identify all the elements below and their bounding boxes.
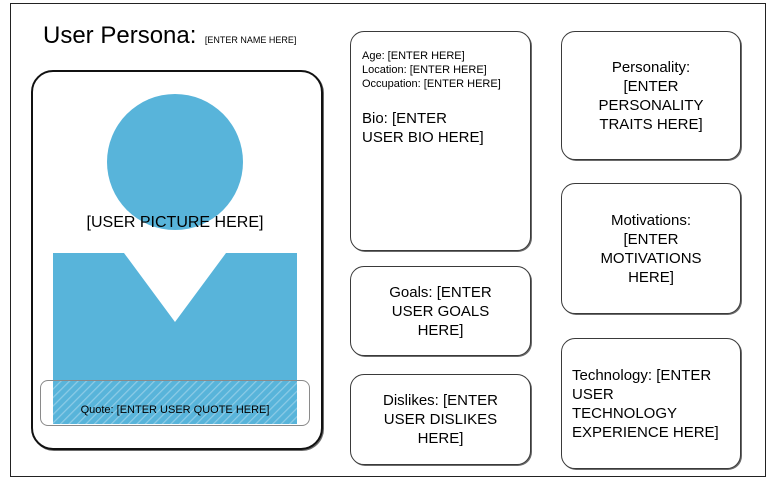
dislikes-card: Dislikes: [ENTER USER DISLIKES HERE]	[350, 374, 531, 465]
quote-text: Quote: [ENTER USER QUOTE HERE]	[80, 404, 270, 416]
personality-card: Personality: [ENTER PERSONALITY TRAITS H…	[561, 31, 741, 160]
details-card: Age: [ENTER HERE] Location: [ENTER HERE]…	[350, 31, 531, 251]
avatar-head	[107, 94, 243, 230]
location-field: Location: [ENTER HERE]	[362, 64, 487, 76]
age-field: Age: [ENTER HERE]	[362, 50, 465, 62]
motivations-card: Motivations: [ENTER MOTIVATIONS HERE]	[561, 183, 741, 314]
user-picture-label: [USER PICTURE HERE]	[86, 214, 264, 231]
page-title: User Persona: [ENTER NAME HERE]	[43, 22, 296, 50]
quote-box	[40, 380, 310, 426]
bio-field: Bio: [ENTER USER BIO HERE]	[362, 110, 484, 146]
avatar-body-hatched	[53, 381, 297, 424]
goals-card: Goals: [ENTER USER GOALS HERE]	[350, 266, 531, 356]
name-placeholder: [ENTER NAME HERE]	[204, 35, 297, 45]
occupation-field: Occupation: [ENTER HERE]	[362, 78, 501, 90]
technology-card: Technology: [ENTER USER TECHNOLOGY EXPER…	[561, 338, 741, 469]
title-text: User Persona:	[43, 22, 197, 49]
avatar-body	[53, 253, 297, 381]
